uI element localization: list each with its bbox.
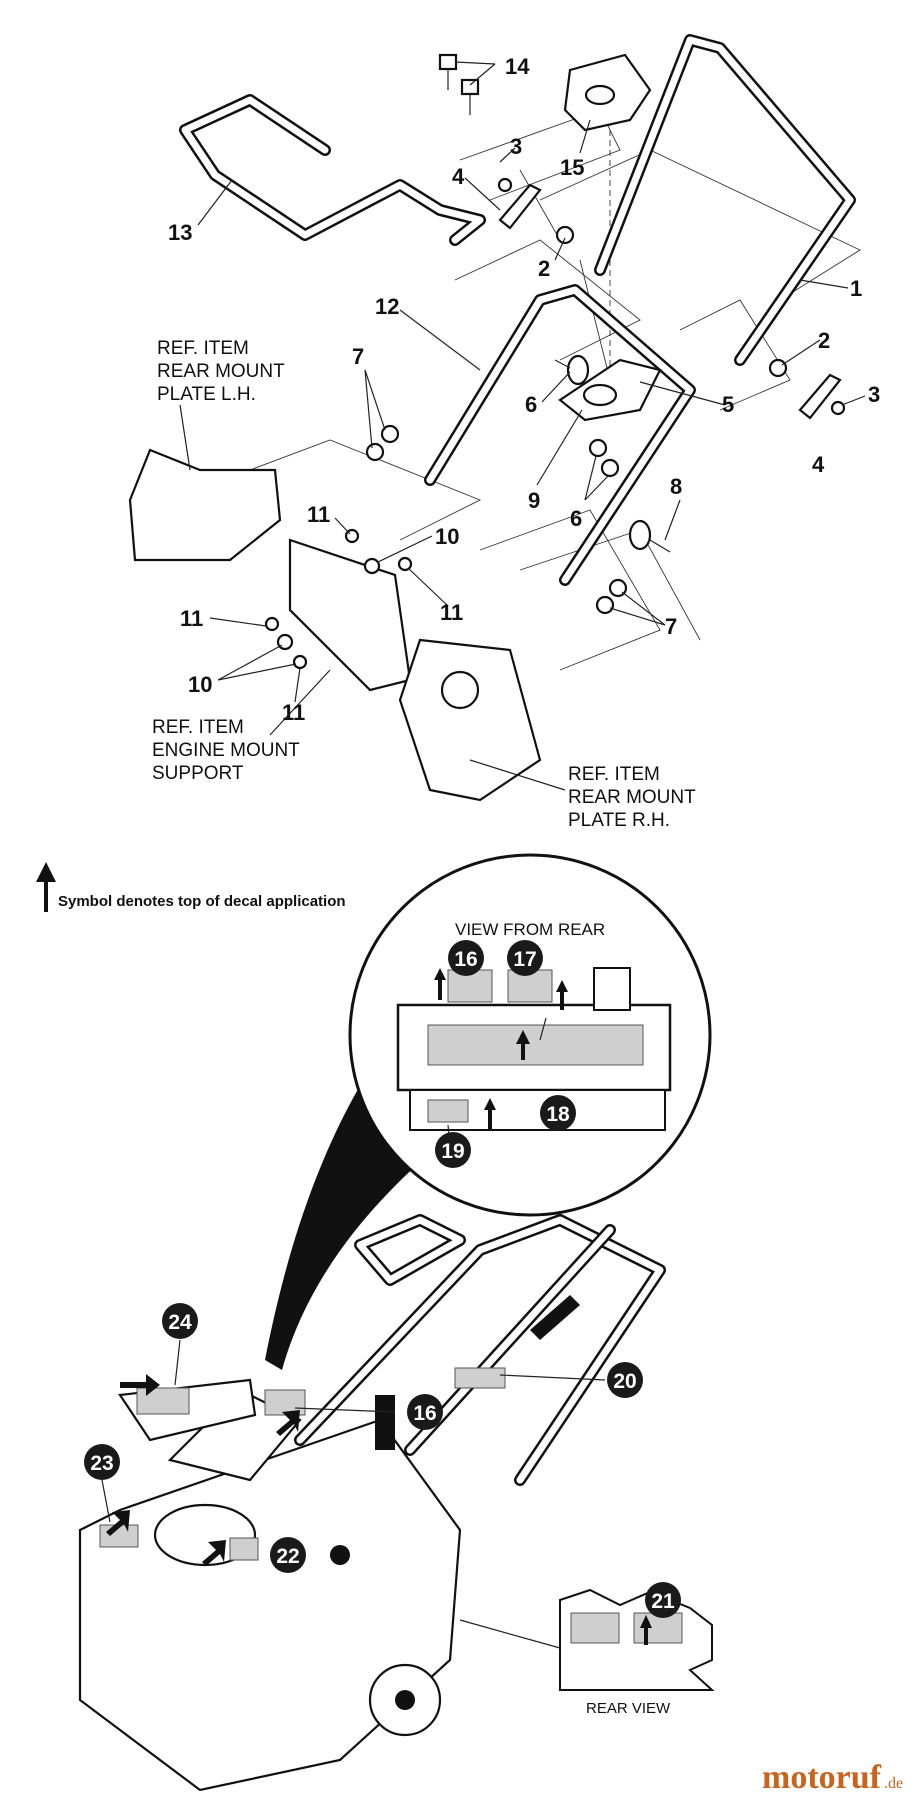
callout-11-a: 11: [307, 502, 330, 527]
callout-15: 15: [560, 155, 584, 180]
callout-10-b: 10: [188, 672, 212, 697]
svg-text:24: 24: [168, 1311, 192, 1334]
part-12-lower-handle: [424, 284, 696, 586]
callout-3-top: 3: [510, 134, 522, 159]
svg-text:23: 23: [90, 1452, 113, 1475]
svg-text:19: 19: [441, 1140, 464, 1163]
decal-callout-20: 20: [607, 1362, 643, 1398]
svg-text:motoruf: motoruf: [762, 1759, 882, 1796]
callout-6-left: 6: [525, 392, 537, 417]
svg-text:ENGINE MOUNT: ENGINE MOUNT: [152, 740, 300, 761]
svg-text:PLATE R.H.: PLATE R.H.: [568, 810, 670, 831]
ref-rear-mount-rh: REF. ITEM REAR MOUNT PLATE R.H.: [568, 764, 696, 831]
callout-9: 9: [528, 488, 540, 513]
decal-legend: Symbol denotes top of decal application: [36, 862, 346, 912]
decal-callout-16-inset: 16: [448, 940, 484, 976]
callout-5: 5: [722, 392, 734, 417]
decal-callout-16-body: 16: [407, 1394, 443, 1430]
svg-text:17: 17: [513, 948, 536, 971]
svg-text:21: 21: [651, 1590, 675, 1613]
part-1-upper-handle: [594, 34, 856, 366]
decal-callout-21: 21: [645, 1582, 681, 1618]
svg-text:16: 16: [413, 1402, 436, 1425]
decal-leaders: [101, 1017, 606, 1523]
part-15-bracket: [563, 53, 652, 132]
callout-14: 14: [505, 54, 530, 79]
svg-text:VIEW FROM REAR: VIEW FROM REAR: [455, 920, 605, 939]
part-9-center-bracket: [558, 358, 662, 422]
part-4-knob-right: [798, 373, 846, 420]
lower-decal-view: VIEW FROM REAR: [78, 853, 715, 1792]
part-6-carriage-bolts: [554, 354, 671, 553]
decal-callout-18: 18: [540, 1095, 576, 1131]
callout-10-a: 10: [435, 524, 459, 549]
svg-text:PLATE L.H.: PLATE L.H.: [157, 384, 256, 405]
svg-text:REAR VIEW: REAR VIEW: [586, 1700, 671, 1717]
svg-text:REAR MOUNT: REAR MOUNT: [157, 361, 285, 382]
callout-leaders: [179, 61, 866, 791]
svg-text:REF. ITEM: REF. ITEM: [152, 717, 244, 738]
rear-mount-plate-rh: [398, 638, 542, 802]
svg-text:REF. ITEM: REF. ITEM: [157, 338, 249, 359]
part-7-bolts: [365, 424, 628, 615]
part-number-labels: 14 3 15 4 13 2 1 12 2 3 7 6 5 4 9 8 6 11…: [168, 54, 880, 725]
part-13-handle-bar: [179, 94, 486, 246]
upper-exploded-view: 14 3 15 4 13 2 1 12 2 3 7 6 5 4 9 8 6 11…: [128, 34, 880, 831]
up-arrow-icon: [36, 862, 56, 912]
callout-2-right: 2: [818, 328, 830, 353]
svg-text:18: 18: [546, 1103, 570, 1126]
snowthrower-body: [78, 1214, 666, 1792]
part-8-nuts: [588, 438, 620, 478]
svg-text:REAR MOUNT: REAR MOUNT: [568, 787, 696, 808]
part-4-knob-left: [497, 177, 542, 230]
callout-7-left: 7: [352, 344, 364, 369]
part-14-bolts: [438, 53, 480, 115]
svg-text:.de: .de: [884, 1775, 903, 1792]
callout-11-d: 11: [282, 700, 305, 725]
callout-3-right: 3: [868, 382, 880, 407]
rear-view-inset: REAR VIEW: [459, 1588, 715, 1717]
ref-rear-mount-lh: REF. ITEM REAR MOUNT PLATE L.H.: [157, 338, 285, 405]
callout-13: 13: [168, 220, 192, 245]
svg-text:16: 16: [454, 948, 477, 971]
decal-callout-24: 24: [162, 1303, 198, 1339]
callout-8: 6: [570, 506, 582, 531]
callout-11-b: 11: [440, 600, 463, 625]
motoruf-watermark-logo: motoruf .de: [762, 1759, 903, 1796]
callout-7-right: 7: [665, 614, 677, 639]
callout-11-c: 11: [180, 606, 203, 631]
callout-6-right: 8: [670, 474, 682, 499]
decal-callout-19: 19: [435, 1132, 471, 1168]
callout-12: 12: [375, 294, 399, 319]
decal-callout-23: 23: [84, 1444, 120, 1480]
decal-callout-22: 22: [270, 1537, 306, 1573]
svg-text:Symbol denotes top of decal ap: Symbol denotes top of decal application: [58, 893, 346, 910]
svg-text:SUPPORT: SUPPORT: [152, 763, 244, 784]
svg-text:REF. ITEM: REF. ITEM: [568, 764, 660, 785]
view-from-rear-circle: VIEW FROM REAR: [348, 853, 712, 1217]
callout-2-top: 2: [538, 256, 550, 281]
engine-mount-support: [288, 538, 412, 692]
callout-4-top: 4: [452, 164, 465, 189]
callout-1: 1: [850, 276, 862, 301]
decal-callout-17: 17: [507, 940, 543, 976]
ref-engine-mount-support: REF. ITEM ENGINE MOUNT SUPPORT: [152, 717, 300, 784]
assembly-guide-lines: [249, 80, 861, 671]
svg-text:20: 20: [613, 1370, 636, 1393]
part-2-washer-left: [555, 225, 575, 245]
callout-4-right: 4: [812, 452, 825, 477]
svg-text:22: 22: [276, 1545, 299, 1568]
rear-mount-plate-lh: [128, 448, 282, 562]
part-2-washer-right: [768, 358, 788, 378]
